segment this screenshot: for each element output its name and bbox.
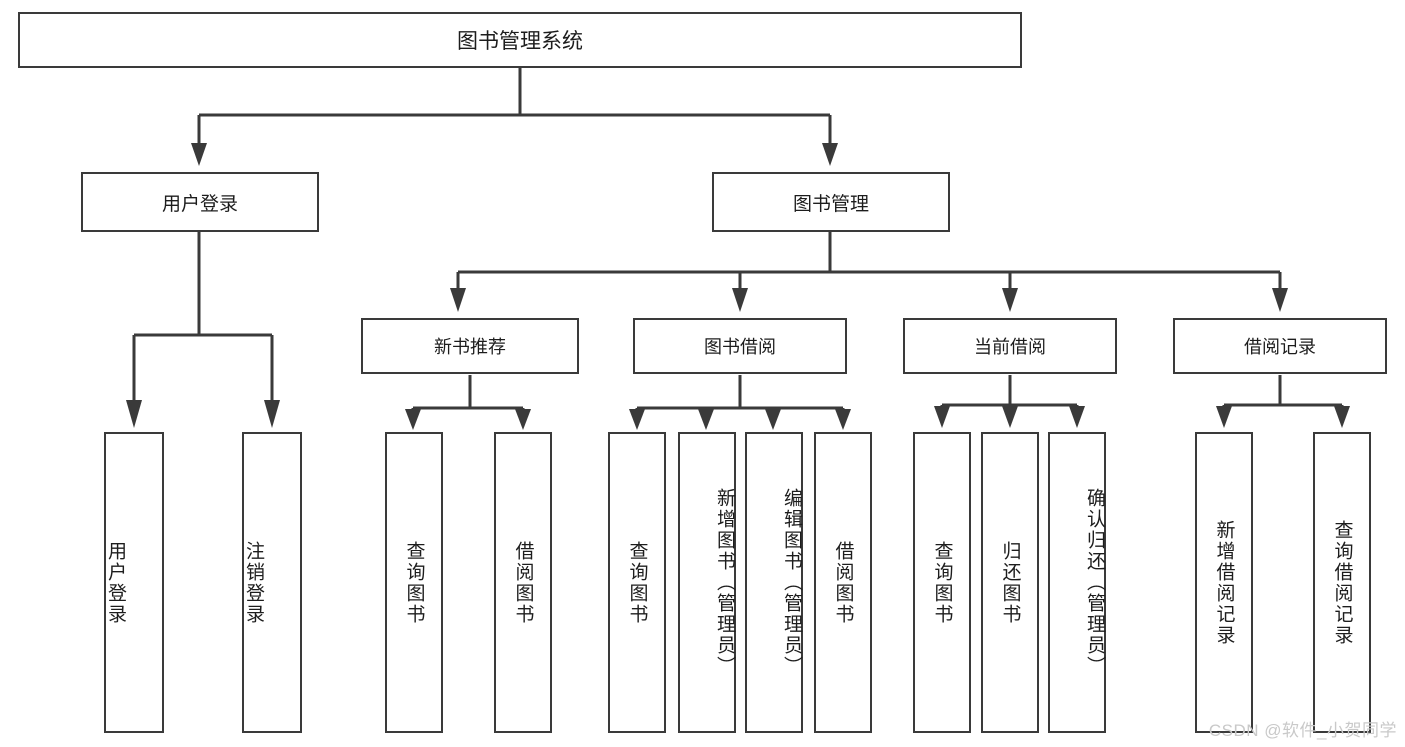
leaf-borrow-book[interactable]: 借阅图书 bbox=[814, 432, 872, 733]
node-user-login-label: 用户登录 bbox=[161, 193, 238, 215]
leaf-edit-book-admin[interactable]: 编辑图书（管理员） bbox=[745, 432, 803, 733]
arrowhead-borrow-3 bbox=[765, 409, 781, 430]
leaf-edit-book-admin-label: 编辑图书（管理员） bbox=[781, 488, 802, 677]
leaf-recommend-query-book-label: 查询图书 bbox=[403, 540, 425, 625]
leaf-current-query-book[interactable]: 查询图书 bbox=[913, 432, 971, 733]
leaf-add-borrow-record[interactable]: 新增借阅记录 bbox=[1195, 432, 1253, 733]
leaf-recommend-borrow-book-label: 借阅图书 bbox=[512, 540, 534, 625]
arrowhead-current-2 bbox=[1002, 406, 1018, 428]
node-book-borrow[interactable]: 图书借阅 bbox=[633, 318, 847, 374]
node-current-borrow-label: 当前借阅 bbox=[974, 337, 1046, 357]
arrowhead-record-1 bbox=[1216, 406, 1232, 428]
arrowhead-borrow-4 bbox=[835, 409, 851, 430]
node-new-book-recommend-label: 新书推荐 bbox=[434, 337, 506, 357]
leaf-user-login-label: 用户登录 bbox=[105, 540, 126, 625]
node-book-borrow-label: 图书借阅 bbox=[704, 337, 776, 357]
node-book-management[interactable]: 图书管理 bbox=[712, 172, 950, 232]
arrowhead-lvl2-3 bbox=[1002, 288, 1018, 312]
arrowhead-current-3 bbox=[1069, 406, 1085, 428]
leaf-return-book-label: 归还图书 bbox=[999, 540, 1021, 625]
node-borrow-record-label: 借阅记录 bbox=[1244, 337, 1316, 357]
arrowhead-lvl2-4 bbox=[1272, 288, 1288, 312]
leaf-user-login[interactable]: 用户登录 bbox=[104, 432, 164, 733]
leaf-query-borrow-record[interactable]: 查询借阅记录 bbox=[1313, 432, 1371, 733]
leaf-confirm-return-admin[interactable]: 确认归还（管理员） bbox=[1048, 432, 1106, 733]
csdn-watermark: CSDN @软件_小贺同学 bbox=[1208, 721, 1397, 740]
leaf-borrow-query-book[interactable]: 查询图书 bbox=[608, 432, 666, 733]
arrowhead-lvl2-1 bbox=[450, 288, 466, 312]
leaf-borrow-query-book-label: 查询图书 bbox=[626, 540, 648, 625]
leaf-recommend-borrow-book[interactable]: 借阅图书 bbox=[494, 432, 552, 733]
arrowhead-record-2 bbox=[1334, 406, 1350, 428]
leaf-borrow-book-label: 借阅图书 bbox=[832, 540, 854, 625]
leaf-return-book[interactable]: 归还图书 bbox=[981, 432, 1039, 733]
arrowhead-borrow-2 bbox=[698, 409, 714, 430]
node-book-management-label: 图书管理 bbox=[792, 193, 869, 215]
node-new-book-recommend[interactable]: 新书推荐 bbox=[361, 318, 579, 374]
arrowhead-book-manage bbox=[822, 143, 838, 166]
arrowhead-user-login-2 bbox=[264, 400, 280, 428]
arrowhead-current-1 bbox=[934, 406, 950, 428]
leaf-logout-label: 注销登录 bbox=[243, 540, 264, 625]
arrowhead-lvl2-2 bbox=[732, 288, 748, 312]
node-current-borrow[interactable]: 当前借阅 bbox=[903, 318, 1117, 374]
leaf-query-borrow-record-label: 查询借阅记录 bbox=[1331, 519, 1353, 646]
arrowhead-user-login-1 bbox=[126, 400, 142, 428]
arrowhead-recommend-1 bbox=[405, 409, 421, 430]
leaf-logout[interactable]: 注销登录 bbox=[242, 432, 302, 733]
arrowhead-borrow-1 bbox=[629, 409, 645, 430]
node-borrow-record[interactable]: 借阅记录 bbox=[1173, 318, 1387, 374]
leaf-confirm-return-admin-label: 确认归还（管理员） bbox=[1084, 488, 1105, 677]
node-root[interactable]: 图书管理系统 bbox=[18, 12, 1022, 68]
node-user-login[interactable]: 用户登录 bbox=[81, 172, 319, 232]
leaf-current-query-book-label: 查询图书 bbox=[931, 540, 953, 625]
leaf-add-book-admin[interactable]: 新增图书（管理员） bbox=[678, 432, 736, 733]
leaf-recommend-query-book[interactable]: 查询图书 bbox=[385, 432, 443, 733]
leaf-add-book-admin-label: 新增图书（管理员） bbox=[714, 488, 735, 677]
arrowhead-user-login bbox=[191, 143, 207, 166]
leaf-add-borrow-record-label: 新增借阅记录 bbox=[1213, 519, 1235, 646]
arrowhead-recommend-2 bbox=[515, 409, 531, 430]
node-root-label: 图书管理系统 bbox=[457, 30, 583, 53]
